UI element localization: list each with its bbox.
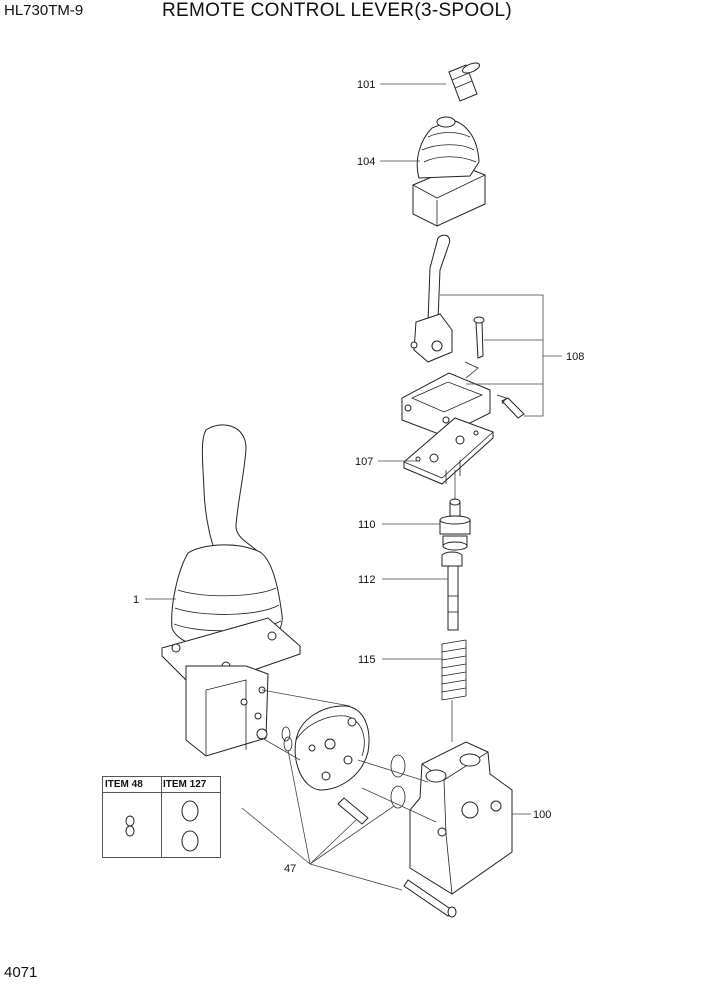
legend-header-item-48: ITEM 48 [105,779,143,790]
part-107-plate [403,417,494,485]
callout-100: 100 [533,809,551,821]
callout-108: 108 [566,351,584,363]
part-101-knob-cap [448,62,480,102]
legend-divider-vertical [161,777,162,857]
callout-104: 104 [357,156,375,168]
item-127-oring-icon [181,800,199,852]
part-115-spring [441,639,467,701]
part-1-joystick [161,424,301,757]
callout-47: 47 [284,863,296,875]
part-100-casing [409,741,513,895]
item-legend-table: ITEM 48 ITEM 127 [102,776,221,858]
callout-112: 112 [358,574,376,586]
part-104-boot [412,116,486,227]
legend-header-item-127: ITEM 127 [163,779,207,790]
part-47-flange-group [281,705,457,918]
callout-101: 101 [357,79,375,91]
part-112-spool [441,551,463,631]
callout-110: 110 [358,519,376,531]
callout-115: 115 [358,654,376,666]
leader-lines [145,83,562,891]
page-title: REMOTE CONTROL LEVER(3-SPOOL) [162,0,513,21]
callout-1: 1 [133,594,139,606]
callout-107: 107 [355,456,373,468]
legend-symbols [125,800,199,852]
page-number: 4071 [4,964,38,981]
part-110-push-rod [439,498,471,551]
model-code: HL730TM-9 [4,2,84,19]
part-108-lever-assembly [401,234,525,437]
callout-labels: 101 104 108 107 110 112 115 100 1 47 [133,79,584,875]
item-48-figure8-oring-icon [125,815,135,837]
